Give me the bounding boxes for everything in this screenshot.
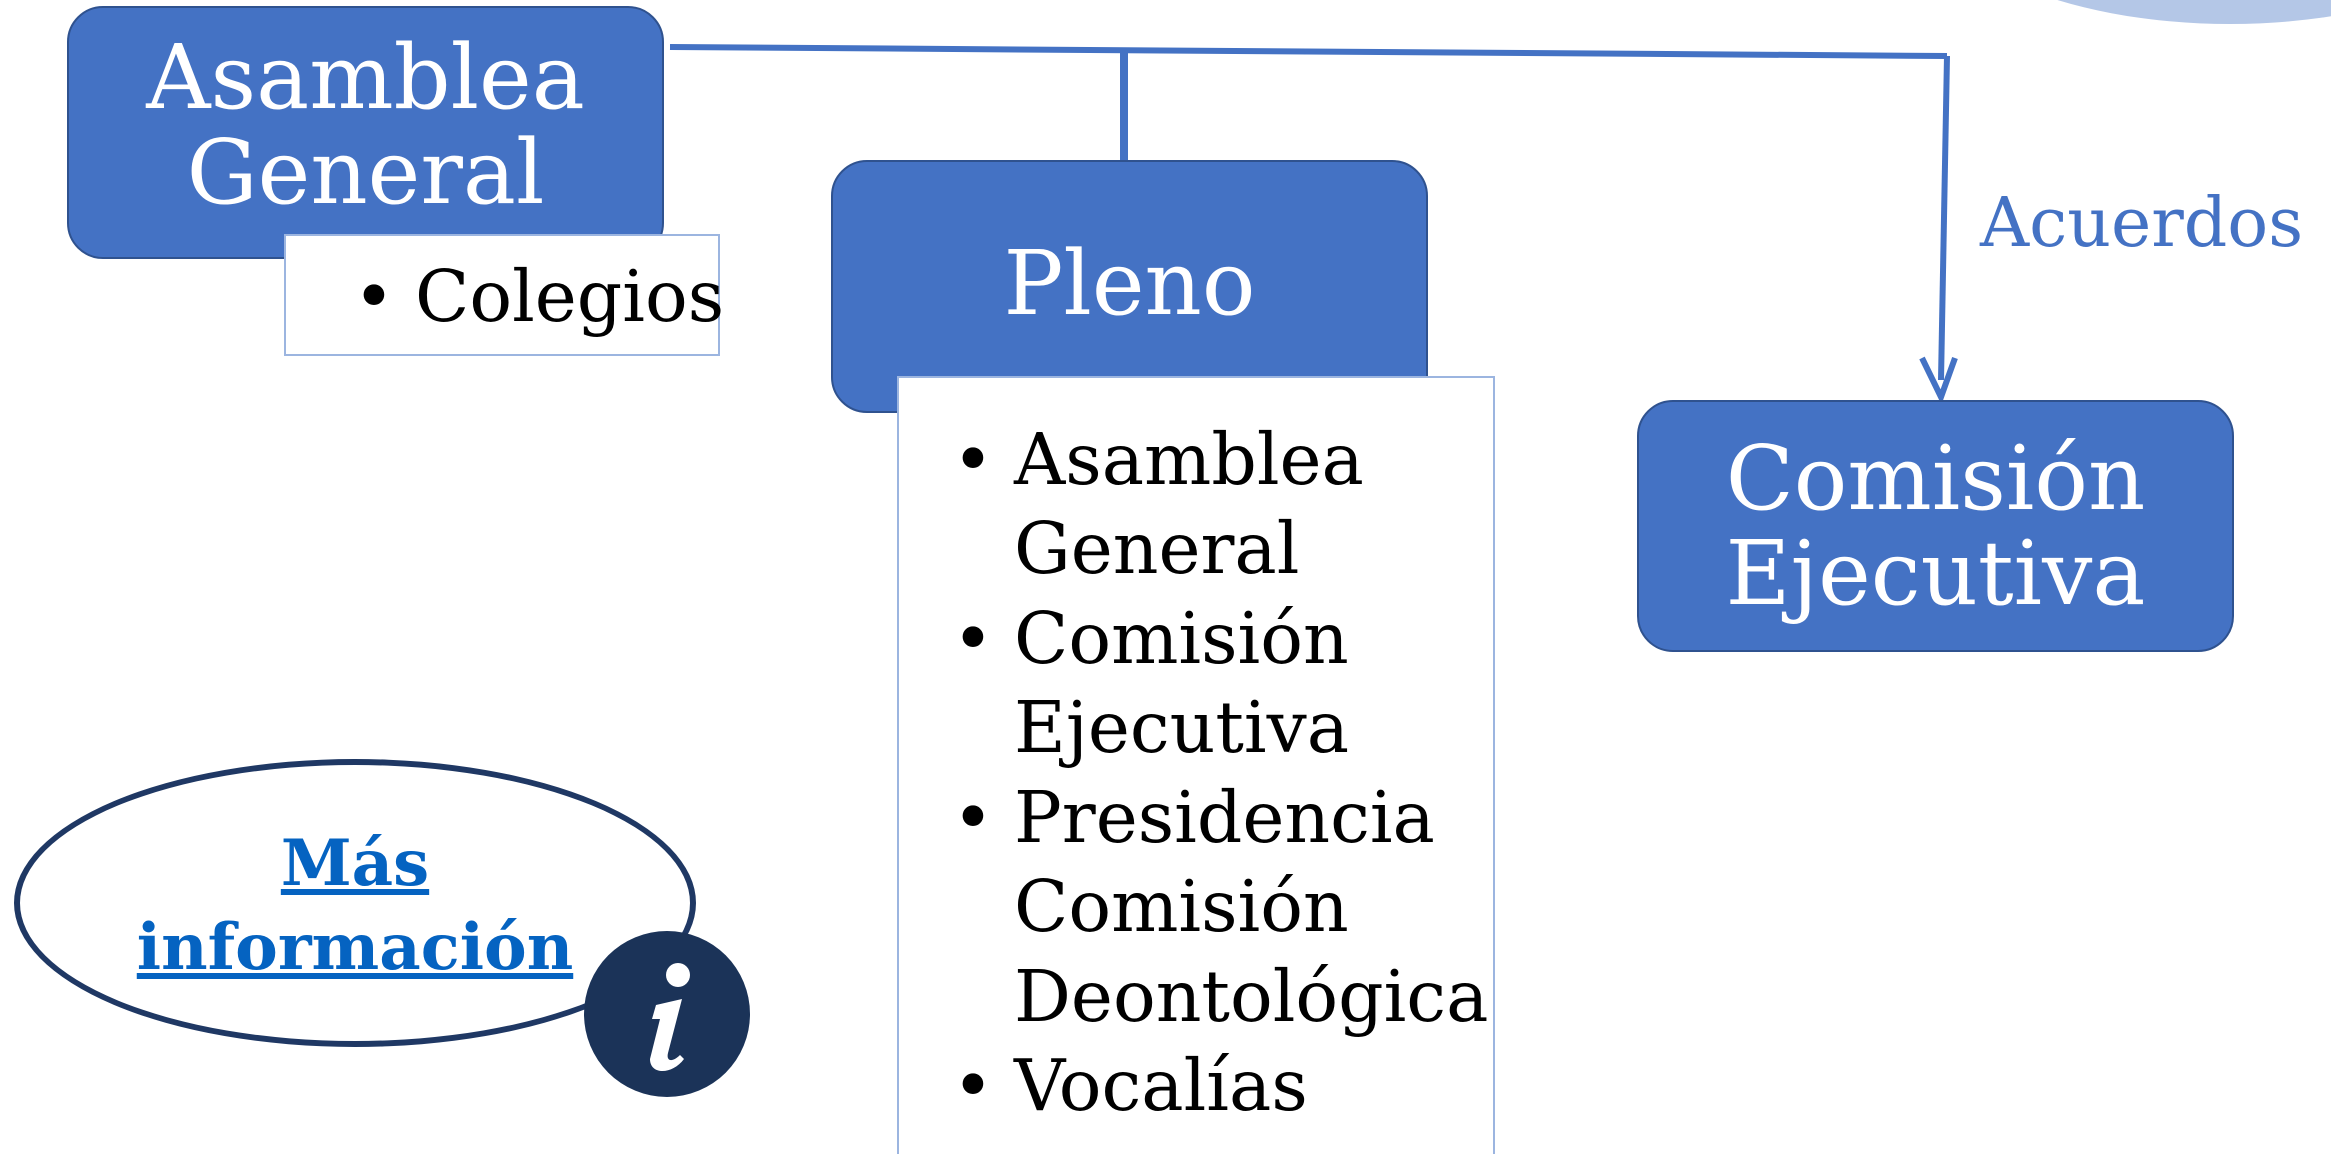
list-item-line: Comisión (1014, 596, 1349, 680)
node-comision-line-2: Ejecutiva (1725, 521, 2146, 625)
list-item: • Comisión Ejecutiva (952, 594, 1484, 773)
list-item-text: Colegios (415, 255, 725, 338)
list-item-line: Vocalías (1014, 1044, 1308, 1128)
list-item-line: Ejecutiva (1014, 686, 1350, 770)
bullet-marker: • (353, 255, 395, 338)
node-pleno-label: Pleno (1003, 231, 1256, 335)
node-asamblea-line-1: Asamblea (146, 25, 585, 129)
list-item-line: General (1014, 507, 1300, 591)
edge-label-acuerdos: Acuerdos (1980, 184, 2304, 263)
link-line-2: información (136, 910, 574, 986)
mas-informacion-link[interactable]: Más información (95, 822, 615, 991)
list-item: • Vocalías (952, 1041, 1484, 1130)
bullet-marker: • (952, 1044, 994, 1128)
bullet-list: • Asamblea General • Comisión Ejecutiva … (952, 415, 1489, 1131)
list-item-line: Comisión (1014, 865, 1349, 949)
bullet-list: • Colegios (353, 252, 725, 341)
node-asamblea-line-2: General (186, 120, 545, 225)
bullet-marker: • (952, 596, 994, 680)
arrowhead-comision (1919, 356, 1958, 405)
info-oval (14, 759, 696, 1047)
list-item: • Presidencia Comisión Deontológica (952, 773, 1489, 1041)
connector-to-comision (1938, 55, 1950, 381)
list-item: • Colegios (353, 252, 725, 341)
info-icon-glyph (650, 963, 750, 1097)
node-comision-ejecutiva: Comisión Ejecutiva (1637, 400, 2234, 652)
list-item-line: Presidencia (1014, 775, 1435, 859)
node-comision-line-1: Comisión (1725, 425, 2146, 530)
sub-list-asamblea: • Colegios (284, 234, 724, 356)
node-asamblea-general: Asamblea General (67, 6, 664, 259)
sub-list-pleno: • Asamblea General • Comisión Ejecutiva … (897, 376, 1495, 1154)
link-line-1: Más (280, 826, 430, 901)
connector-top-line (669, 44, 1948, 59)
list-item: • Asamblea General (952, 415, 1484, 594)
list-item-line: Deontológica (1014, 954, 1489, 1038)
info-icon[interactable] (584, 931, 750, 1097)
bullet-marker: • (952, 775, 994, 859)
node-pleno: Pleno (831, 160, 1428, 413)
list-item-line: Asamblea (1014, 418, 1364, 501)
bullet-marker: • (952, 418, 994, 501)
